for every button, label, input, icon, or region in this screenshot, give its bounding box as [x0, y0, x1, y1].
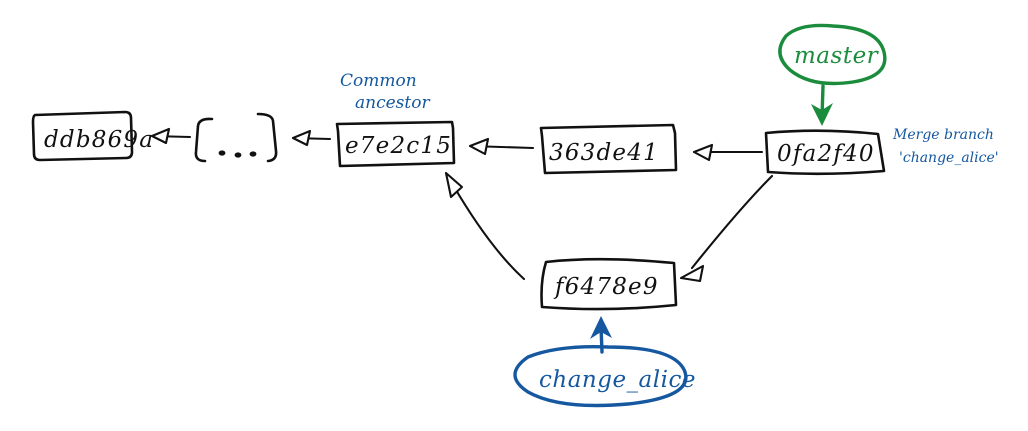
arrow-0fa2f40-to-363de41 [692, 143, 764, 162]
arrow-e7e2c15-to-ellipsis [291, 129, 332, 147]
commit-node-363de41[interactable]: 363de41 [539, 123, 678, 175]
annotation-merge-message: Merge branch 'change_alice' [892, 127, 999, 166]
annotation-line-1: Common [340, 71, 417, 91]
arrow-363de41-to-e7e2c15 [468, 137, 535, 156]
annotation-common-ancestor: Common ancestor [340, 71, 430, 113]
branch-label: change_alice [539, 367, 696, 393]
commit-node-e7e2c15[interactable]: e7e2c15 [335, 120, 456, 168]
commit-hash-label: ddb869a [44, 127, 154, 153]
commit-hash-label: 363de41 [549, 140, 659, 166]
commit-hash-label: e7e2c15 [345, 133, 452, 159]
branch-node-master[interactable]: master [778, 23, 887, 86]
arrow-master-to-0fa2f40 [811, 84, 833, 126]
annotation-line-2: ancestor [355, 93, 430, 113]
commit-hash-label: 0fa2f40 [777, 141, 875, 167]
arrow-ellipsis-to-ddb869a [150, 127, 192, 145]
branch-node-change-alice[interactable]: change_alice [513, 345, 696, 408]
commit-hash-label: f6478e9 [553, 274, 659, 300]
arrow-f6478e9-to-e7e2c15 [444, 171, 526, 281]
arrow-0fa2f40-to-f6478e9 [679, 174, 774, 283]
commit-node-ellipsis[interactable]: [...] [194, 112, 278, 163]
commit-node-0fa2f40[interactable]: 0fa2f40 [764, 129, 886, 176]
annotation-line-2: 'change_alice' [899, 150, 999, 166]
commit-node-f6478e9[interactable]: f6478e9 [540, 257, 678, 311]
commit-node-ddb869a[interactable]: ddb869a [31, 110, 154, 162]
branch-label: master [794, 43, 880, 69]
annotation-line-1: Merge branch [892, 127, 994, 143]
